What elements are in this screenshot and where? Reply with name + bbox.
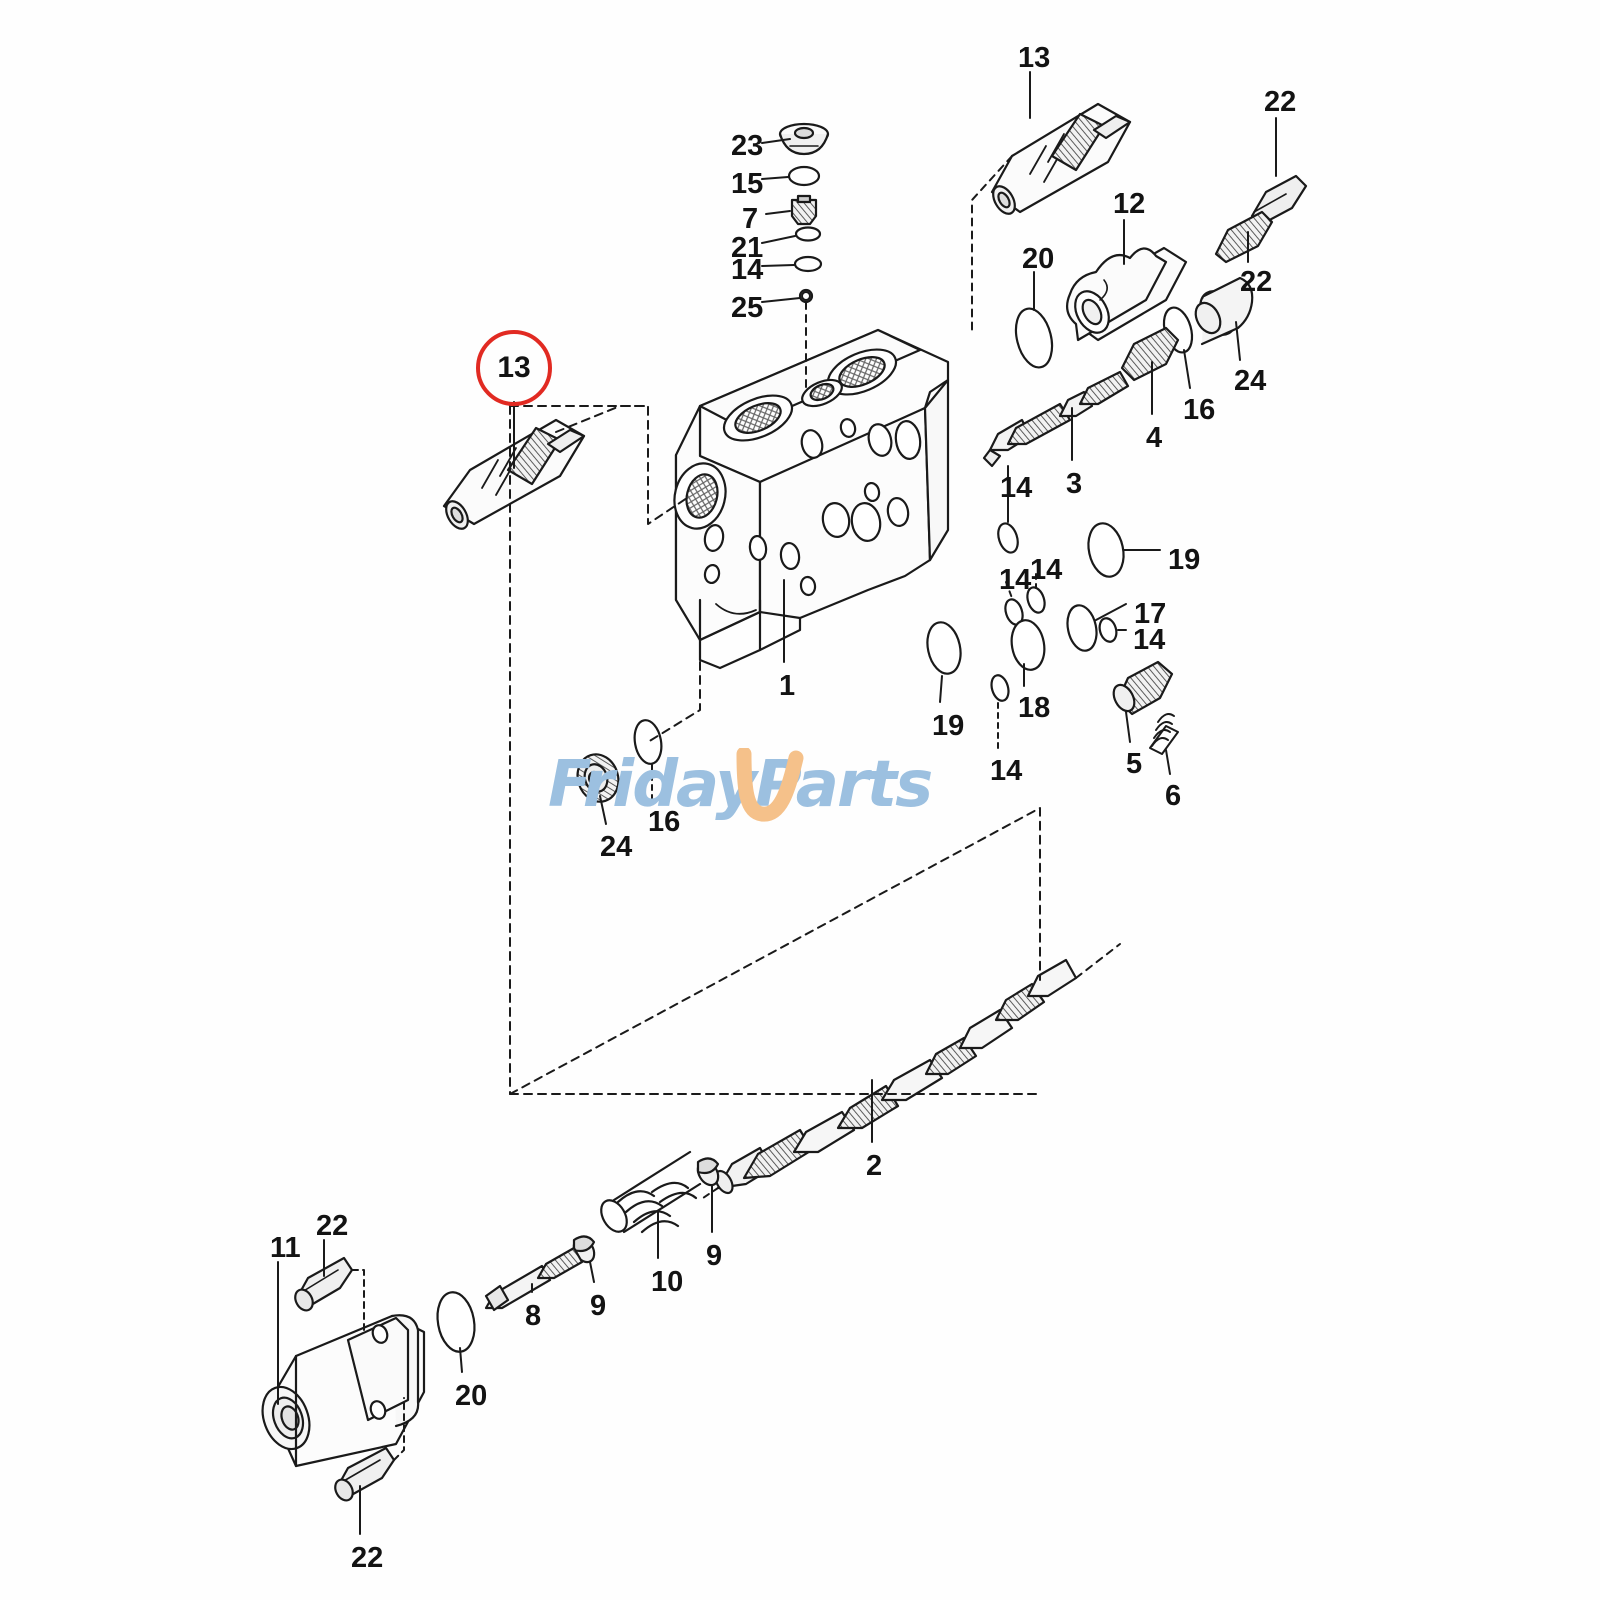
callout-c25[interactable]: 25	[731, 292, 764, 324]
o-ring-19-right	[1087, 522, 1125, 578]
callout-c14-c[interactable]: 14	[1133, 624, 1166, 656]
o-ring-18	[1010, 619, 1046, 671]
o-ring-19-mid	[926, 621, 962, 675]
callout-c11[interactable]: 11	[270, 1232, 301, 1264]
bolt-22-lower	[1214, 210, 1274, 264]
callout-c20-top[interactable]: 20	[1022, 243, 1055, 275]
washer-9-right	[696, 1157, 720, 1187]
o-ring-14-e	[990, 674, 1010, 702]
cap-fitting-12	[1065, 246, 1188, 342]
callout-c20-bottom[interactable]: 20	[455, 1380, 488, 1412]
spool-shaft-3	[982, 370, 1130, 468]
plug-24-right	[1194, 276, 1254, 346]
callout-c3[interactable]: 3	[1066, 468, 1083, 500]
valve-body-shape	[673, 328, 950, 670]
plug-24-left	[576, 753, 620, 803]
relief-valve-top	[990, 102, 1132, 215]
callout-c9-right[interactable]: 9	[706, 1240, 723, 1272]
callout-c22-bl-bot[interactable]: 22	[351, 1542, 384, 1574]
highlighted-callout-number: 13	[497, 351, 531, 384]
o-ring-16-left	[633, 719, 663, 765]
callout-c14-a[interactable]: 14	[999, 564, 1032, 596]
callout-c19-right[interactable]: 19	[1168, 544, 1201, 576]
o-ring-14-a	[997, 522, 1019, 554]
push-rod-8	[484, 1246, 584, 1312]
callout-c18[interactable]: 18	[1018, 692, 1051, 724]
callout-c1[interactable]: 1	[779, 670, 796, 702]
o-ring-14-b	[1026, 586, 1046, 614]
callout-c21[interactable]: 21	[731, 232, 764, 264]
callout-c14-stack[interactable]: 14	[731, 254, 764, 286]
callout-c17[interactable]: 17	[1134, 598, 1167, 630]
o-ring-14-d	[1098, 617, 1118, 643]
callout-c4[interactable]: 4	[1146, 422, 1163, 454]
callout-c15[interactable]: 15	[731, 168, 764, 200]
part-21-o-ring	[794, 226, 822, 242]
callout-c16-right[interactable]: 16	[1183, 394, 1216, 426]
o-ring-17	[1066, 604, 1098, 652]
callout-c22-right[interactable]: 22	[1240, 266, 1273, 298]
callout-c23[interactable]: 23	[731, 130, 764, 162]
callout-c7[interactable]: 7	[742, 203, 759, 235]
callout-c14-d[interactable]: 14	[990, 755, 1023, 787]
callout-c6[interactable]: 6	[1165, 780, 1182, 812]
part-15-o-ring	[787, 165, 821, 187]
return-spring-10	[600, 1150, 702, 1234]
callout-c22-topright[interactable]: 22	[1264, 86, 1297, 118]
o-ring-20-bottom	[436, 1291, 476, 1353]
callout-c22-bl-top[interactable]: 22	[316, 1210, 349, 1242]
part-7-check-valve	[790, 194, 818, 226]
highlighted-callout-13[interactable]: 13	[476, 330, 552, 406]
part-23-plug-cap	[778, 122, 830, 156]
relief-valve-left	[442, 418, 586, 530]
callout-c14-mid[interactable]: 14	[1000, 472, 1033, 504]
callout-c24-right[interactable]: 24	[1234, 365, 1267, 397]
end-cap-11	[261, 1314, 426, 1468]
callout-c5[interactable]: 5	[1126, 748, 1143, 780]
spool-2	[714, 958, 1078, 1195]
callout-c9-left[interactable]: 9	[590, 1290, 607, 1322]
small-spring-6	[1149, 713, 1179, 755]
callout-c16-left[interactable]: 16	[648, 806, 681, 838]
callout-c24-left[interactable]: 24	[600, 831, 633, 863]
sleeve-4	[1120, 326, 1180, 382]
callout-c13-top[interactable]: 13	[1018, 42, 1051, 74]
callout-c14-b[interactable]: 14	[1030, 554, 1063, 586]
bushing-5	[1112, 660, 1174, 716]
bolt-22-bl-top	[294, 1256, 354, 1312]
callout-c2[interactable]: 2	[866, 1150, 883, 1182]
callout-c10[interactable]: 10	[651, 1266, 684, 1298]
part-14-o-ring-stack	[793, 255, 823, 273]
callout-c8[interactable]: 8	[525, 1300, 542, 1332]
o-ring-20-top	[1014, 307, 1054, 369]
callout-c12[interactable]: 12	[1113, 188, 1146, 220]
callout-c19-mid[interactable]: 19	[932, 710, 965, 742]
